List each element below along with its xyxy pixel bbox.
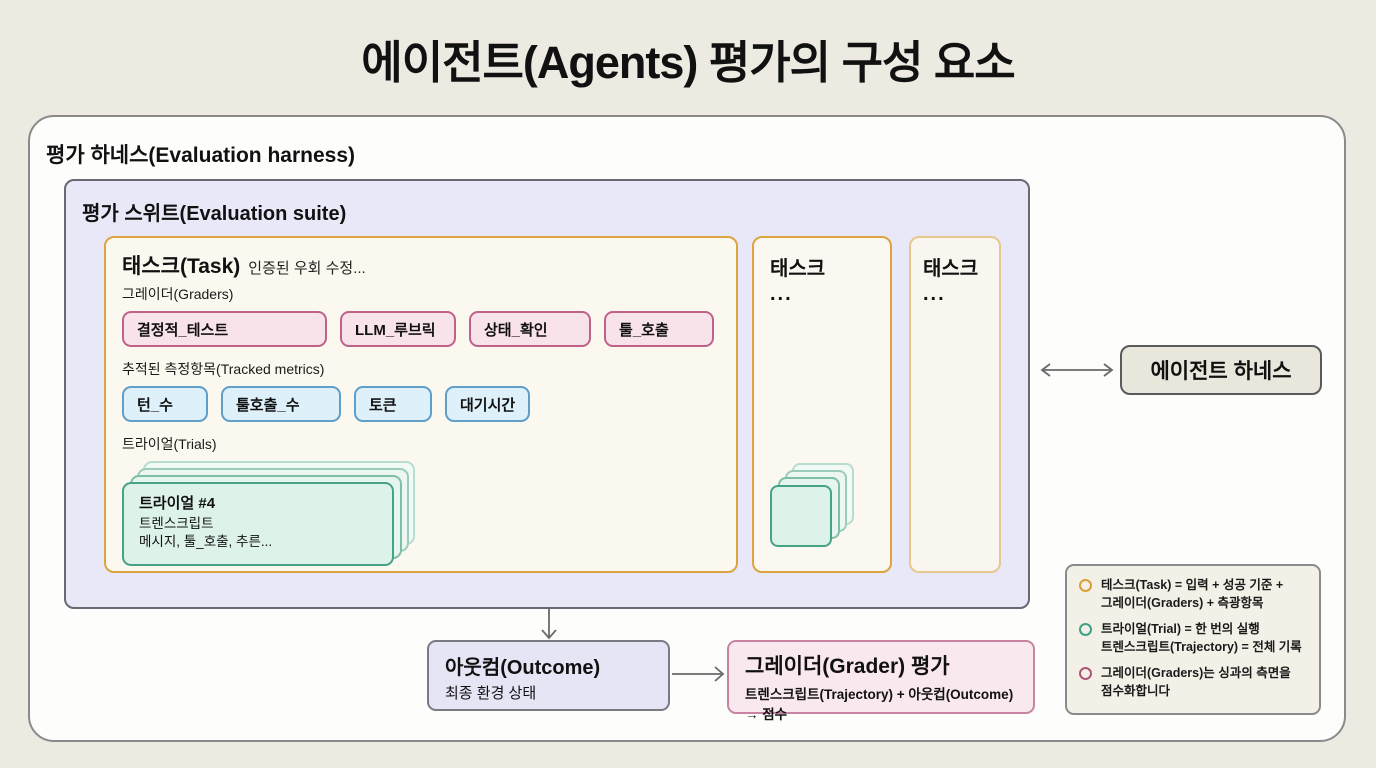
grader-chip: 결정적_테스트 [122, 311, 327, 347]
outcome-subtitle: 최종 환경 상태 [445, 685, 537, 702]
grader-chip: 툴_호출 [604, 311, 714, 347]
grader-chip: 상태_확인 [469, 311, 591, 347]
metric-chip: 대기시간 [445, 386, 531, 422]
agent-harness-box: 에이전트 하네스 [1120, 345, 1322, 395]
task-legend-circle-icon [1079, 579, 1092, 592]
graders-label: 그레이더(Graders) [122, 286, 234, 302]
evaluation-harness-box: 평가 하네스(Evaluation harness) 평가 스위트(Evalua… [28, 115, 1346, 742]
grader-chip: LLM_루브릭 [340, 311, 456, 347]
agent-harness-label: 에이전트 하네스 [1150, 360, 1292, 383]
task-2-title: 태스크 [770, 258, 826, 280]
trial-card-line2: 메시지, 툴_호출, 추른... [139, 534, 273, 550]
task-card-main: 태스크(Task) 인증된 우회 수정... 그레이더(Graders) 결정적… [104, 236, 738, 573]
evaluation-suite-box: 평가 스위트(Evaluation suite) 태스크(Task) 인증된 우… [64, 179, 1030, 609]
trial-square-stack [770, 461, 866, 553]
legend-item-task-text: 테스크(Task) = 입력 + 성공 기준 + 그레이더(Graders) +… [1101, 578, 1284, 610]
bidirectional-arrow-icon [1040, 363, 1114, 377]
task-card-2: 태스크 ... [752, 236, 892, 573]
metric-chip: 토큰 [354, 386, 432, 422]
task-title: 태스크(Task) [122, 255, 241, 278]
trial-legend-circle-icon [1079, 623, 1092, 636]
page-title: 에이전트(Agents) 평가의 구성 요소 [361, 37, 1015, 88]
metric-chip: 툴호출_수 [221, 386, 341, 422]
legend-item-trial: 트라이얼(Trial) = 한 번의 실행 트렌스크립트(Trajectory)… [1079, 621, 1307, 656]
legend-box: 테스크(Task) = 입력 + 성공 기준 + 그레이더(Graders) +… [1065, 564, 1321, 715]
right-arrow-icon [672, 666, 725, 682]
outcome-title: 아웃컴(Outcome) [445, 657, 601, 679]
metrics-chip-row: 턴_수 툴호출_수 토큰 대기시간 [122, 386, 720, 422]
task-card-3: 태스크 ... [909, 236, 1001, 573]
grader-legend-circle-icon [1079, 667, 1092, 680]
task-2-ellipsis: ... [770, 283, 793, 305]
task-3-title: 태스크 [923, 258, 979, 280]
trial-card-title: 트라이얼 #4 [139, 495, 216, 512]
evaluation-suite-label: 평가 스위트(Evaluation suite) [82, 203, 347, 225]
grader-evaluation-box: 그레이더(Grader) 평가 트렌스크립트(Trajectory) + 아웃컵… [727, 640, 1035, 722]
trial-card: 트라이얼 #4 트렌스크립트 메시지, 툴_호출, 추른... [122, 482, 394, 566]
tracked-metrics-label: 추적된 측정항목(Tracked metrics) [122, 361, 325, 377]
trial-card-line1: 트렌스크립트 [139, 516, 214, 531]
legend-item-grader: 그레이더(Graders)는 싱과의 측면을 점수화합니다 [1079, 665, 1307, 700]
legend-item-grader-text: 그레이더(Graders)는 싱과의 측면을 점수화합니다 [1101, 666, 1291, 698]
trial-square [770, 485, 832, 547]
evaluation-harness-label: 평가 하네스(Evaluation harness) [46, 144, 355, 167]
grader-evaluation-subtitle: 트렌스크립트(Trajectory) + 아웃컵(Outcome) → 점수 [745, 687, 1014, 722]
task-3-ellipsis: ... [923, 283, 946, 305]
trial-card-stack: 트라이얼 #4 트렌스크립트 메시지, 툴_호출, 추른... [122, 461, 422, 567]
trials-label: 트라이얼(Trials) [122, 436, 217, 452]
metric-chip: 턴_수 [122, 386, 208, 422]
down-arrow-icon [541, 609, 557, 640]
legend-item-trial-text: 트라이얼(Trial) = 한 번의 실행 트렌스크립트(Trajectory)… [1101, 622, 1302, 654]
outcome-box: 아웃컴(Outcome) 최종 환경 상태 [427, 640, 670, 711]
task-subtitle: 인증된 우회 수정... [248, 260, 366, 277]
graders-chip-row: 결정적_테스트 LLM_루브릭 상태_확인 툴_호출 [122, 311, 720, 347]
legend-item-task: 테스크(Task) = 입력 + 성공 기준 + 그레이더(Graders) +… [1079, 577, 1307, 612]
task-header: 태스크(Task) 인증된 우회 수정... [122, 250, 720, 280]
grader-evaluation-title: 그레이더(Grader) 평가 [745, 655, 950, 678]
